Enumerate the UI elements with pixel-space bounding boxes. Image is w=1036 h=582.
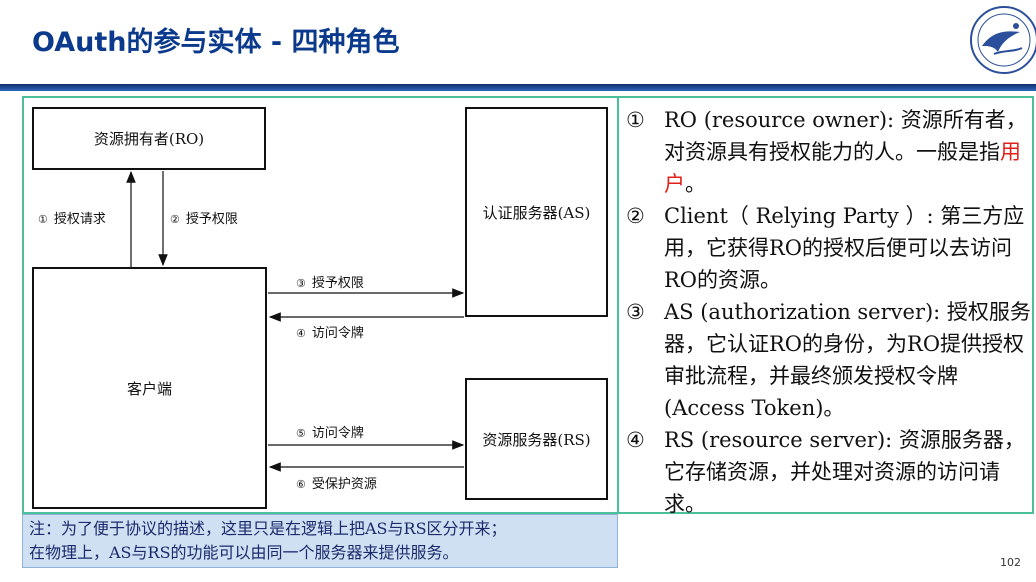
role-descriptions: ① RO (resource owner): 资源所有者，对资源具有授权能力的人… [626,104,1032,520]
slide-title: OAuth的参与实体 - 四种角色 [32,27,400,58]
desc-item-client: ② Client（ Relying Party ）: 第三方应用，它获得RO的授… [626,200,1032,296]
note-box: 注：为了便于协议的描述，这里只是在逻辑上把AS与RS区分开来； 在物理上，AS与… [22,514,618,568]
content-divider [617,96,619,514]
desc-item-rs: ④ RS (resource server): 资源服务器，它存储资源，并处理对… [626,424,1032,520]
desc-item-ro: ① RO (resource owner): 资源所有者，对资源具有授权能力的人… [626,104,1032,200]
page-number: 102 [1000,556,1021,569]
resource-server-label: 资源服务器(RS) [482,430,591,449]
header-bar [0,84,1036,91]
desc-marker: ② [626,204,645,228]
note-line-1: 注：为了便于协议的描述，这里只是在逻辑上把AS与RS区分开来； [29,519,507,538]
desc-item-as: ③ AS (authorization server): 授权服务器，它认证RO… [626,296,1032,424]
resource-owner-label: 资源拥有者(RO) [93,130,205,148]
client-box: 客户端 [32,267,267,509]
resource-server-box: 资源服务器(RS) [465,378,608,500]
resource-owner-box: 资源拥有者(RO) [32,107,266,170]
content-frame [22,96,1034,514]
auth-server-box: 认证服务器(AS) [465,107,608,317]
client-label: 客户端 [126,379,172,398]
auth-server-label: 认证服务器(AS) [482,203,591,222]
highlight-user: 用户 [664,140,1021,196]
desc-marker: ③ [626,300,645,324]
university-logo-icon [970,6,1036,74]
desc-marker: ④ [626,428,645,452]
desc-marker: ① [626,108,645,132]
note-line-2: 在物理上，AS与RS的功能可以由同一个服务器来提供服务。 [29,543,459,562]
